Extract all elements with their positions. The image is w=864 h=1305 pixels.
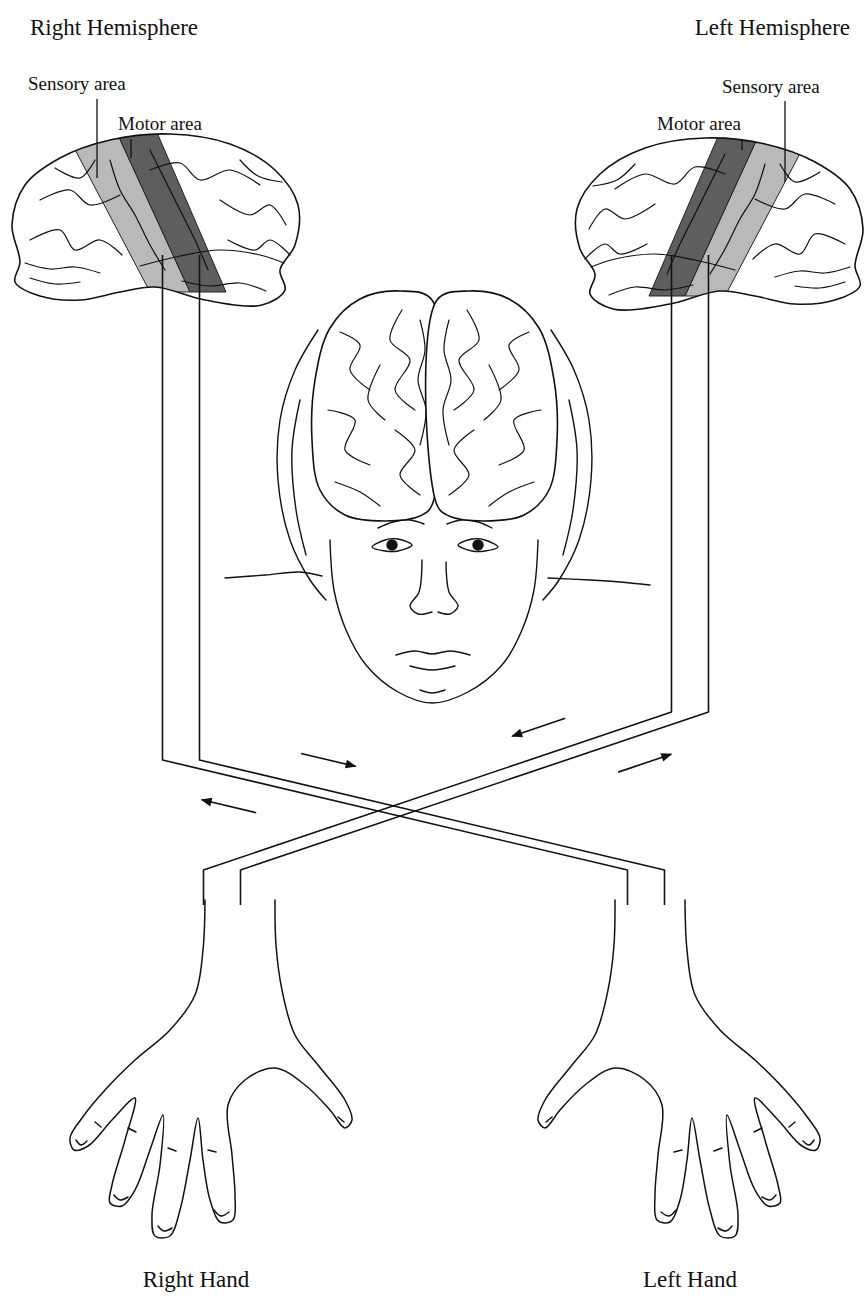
- brain-fold: [390, 310, 415, 410]
- fingernail: [158, 1226, 172, 1231]
- shoulder-line: [225, 572, 322, 578]
- area-label: Sensory area: [722, 76, 820, 98]
- brain-folds: [328, 310, 426, 506]
- brain-fold: [182, 281, 266, 291]
- hair-strand: [292, 400, 306, 555]
- pupil: [473, 540, 483, 550]
- knuckle-line: [128, 1128, 136, 1132]
- hand-outline: [70, 900, 352, 1238]
- brain-fold: [228, 240, 290, 255]
- node-title: Left Hand: [643, 1266, 737, 1294]
- eye: [458, 539, 498, 552]
- fingernail: [114, 1195, 128, 1200]
- leader-line: [784, 101, 785, 182]
- signal-arrow: [512, 718, 565, 736]
- knuckle-line: [95, 1122, 101, 1127]
- mouth: [396, 651, 470, 655]
- signal-arrow: [202, 800, 256, 813]
- brain-fold: [55, 160, 95, 178]
- pupil: [387, 540, 397, 550]
- hand: [70, 900, 352, 1238]
- hand-details: [76, 1117, 344, 1231]
- brain-fold: [40, 190, 120, 205]
- lip: [410, 666, 455, 670]
- nose: [438, 562, 458, 614]
- leader-line: [96, 99, 97, 178]
- brain-fold: [395, 430, 420, 495]
- hand-node: Left Hand: [540, 905, 840, 1300]
- pathway-rail: [241, 255, 709, 905]
- brain-fold: [30, 230, 122, 255]
- leader-line: [130, 139, 131, 158]
- leader-lines: [97, 99, 785, 182]
- area-label: Motor area: [657, 113, 741, 135]
- eye: [372, 539, 412, 552]
- brain-outline: [12, 134, 299, 306]
- hand-node: Right Hand: [46, 905, 346, 1300]
- shoulder-line: [548, 578, 650, 585]
- motor-area-band: [118, 128, 226, 292]
- signal-arrow: [301, 753, 355, 766]
- fingernail: [76, 1140, 87, 1145]
- brain-fold: [368, 365, 385, 420]
- cortex-bands: [70, 128, 226, 292]
- brain-folds: [25, 150, 290, 291]
- area-label: Sensory area: [28, 73, 126, 95]
- node-title: Right Hemisphere: [30, 14, 198, 42]
- pathway-rail: [200, 255, 665, 905]
- fingernail: [214, 1210, 229, 1216]
- brain-fold: [150, 150, 208, 270]
- hair-strand: [563, 400, 577, 555]
- knuckle-line: [168, 1148, 176, 1151]
- brain-fold: [335, 482, 380, 506]
- nerve-pathway: [163, 255, 665, 905]
- area-label: Motor area: [118, 113, 202, 135]
- leader-line: [741, 139, 742, 150]
- chin: [420, 690, 445, 693]
- brain-fold: [220, 200, 286, 225]
- top-brain-hemisphere: [426, 291, 558, 521]
- knuckle-line: [208, 1150, 216, 1152]
- fingernail: [338, 1117, 344, 1122]
- brain-fold: [328, 410, 370, 465]
- node-title: Left Hemisphere: [695, 14, 850, 42]
- signal-arrow: [618, 754, 671, 772]
- brain-fold: [340, 332, 370, 390]
- face-outline: [330, 540, 538, 703]
- brain-fold: [30, 278, 80, 284]
- brain-fold: [25, 263, 100, 273]
- hand: [538, 900, 820, 1238]
- pathway-rail: [204, 255, 672, 905]
- side-brain: [576, 132, 863, 310]
- brain-fold: [150, 163, 260, 185]
- pathway-rail: [163, 255, 628, 905]
- top-brain-hemisphere: [312, 291, 444, 521]
- side-brain: [12, 128, 299, 306]
- nose: [410, 560, 432, 614]
- nerve-pathway: [204, 255, 709, 905]
- brain-outline: [312, 291, 444, 521]
- node-title: Right Hand: [143, 1266, 250, 1294]
- brain-fold: [110, 160, 165, 270]
